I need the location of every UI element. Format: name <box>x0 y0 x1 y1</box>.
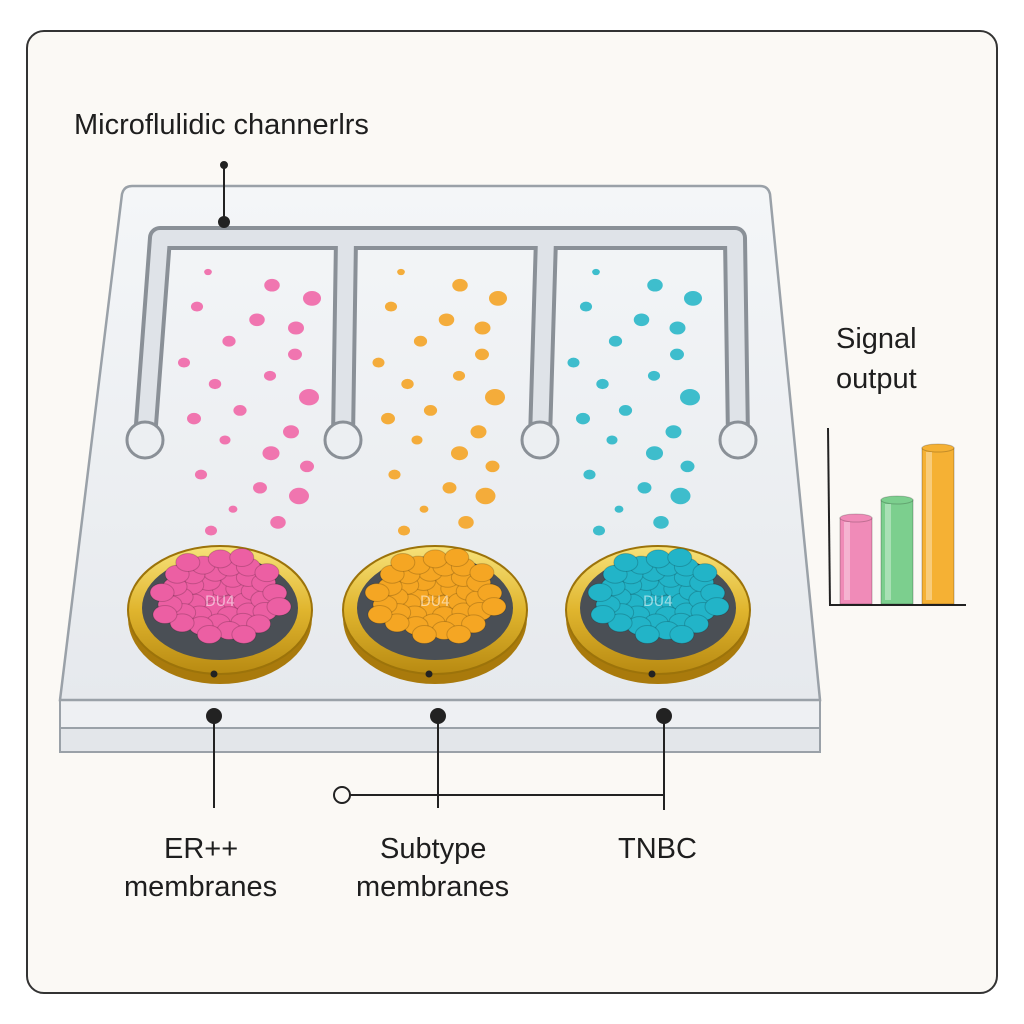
sensor-marking: DU4 <box>643 594 673 610</box>
channels-leader <box>218 161 230 228</box>
cell-cluster <box>587 547 730 645</box>
tnbc-label: TNBC <box>618 833 697 865</box>
channels-label: Microflulidic channerlrs <box>74 109 369 141</box>
cell-cluster <box>149 547 292 645</box>
sensor-marking: DU4 <box>420 594 450 610</box>
sensor-marking: DU4 <box>205 594 235 610</box>
signal-bar <box>921 443 955 605</box>
channel-port <box>323 420 363 460</box>
membrane-connectors <box>206 708 672 810</box>
channel-port <box>125 420 165 460</box>
particle-column <box>178 268 321 536</box>
membrane-sensors: DU4 DU4 DU4 <box>127 545 751 684</box>
membrane-sensor: DU4 <box>565 545 751 684</box>
membrane-sensor: DU4 <box>127 545 313 684</box>
cell-particles <box>178 268 702 536</box>
chart-y-axis <box>827 427 831 607</box>
er-membranes-label-line2: membranes <box>124 871 278 903</box>
particle-column <box>372 268 507 536</box>
signal-bar <box>839 513 873 605</box>
cell-cluster <box>364 547 507 645</box>
subtype-membranes-label-line2: membranes <box>356 871 510 903</box>
membrane-sensor: DU4 <box>342 545 528 684</box>
signal-output-label-line1: Signal <box>836 323 917 355</box>
channel-port <box>520 420 560 460</box>
signal-output-chart <box>827 427 966 607</box>
subtype-membranes-label-line1: Subtype <box>380 833 487 865</box>
particle-column <box>567 268 702 536</box>
channel-port <box>718 420 758 460</box>
er-membranes-label-line1: ER++ <box>164 833 239 865</box>
signal-output-label-line2: output <box>836 363 917 395</box>
signal-bar <box>880 495 914 605</box>
microfluidic-channels <box>125 226 758 460</box>
